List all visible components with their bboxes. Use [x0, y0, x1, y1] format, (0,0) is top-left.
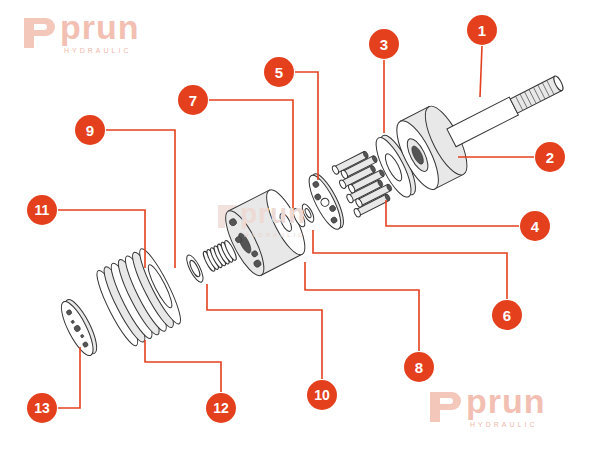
callout-number: 7	[178, 85, 208, 115]
logo-mark	[24, 18, 55, 48]
callout-number: 6	[492, 300, 522, 330]
callout-number: 5	[264, 57, 294, 87]
watermark-logo: prun	[60, 10, 140, 44]
end-plate	[56, 296, 103, 359]
watermark-text: HYDRAULIC	[470, 421, 537, 428]
callout-number: 3	[369, 29, 399, 59]
callout-number: 8	[404, 352, 434, 382]
watermark-logo: prun	[240, 200, 306, 228]
exploded-assembly	[50, 45, 580, 370]
drive-shaft	[447, 73, 566, 147]
callout-number: 12	[206, 393, 236, 423]
callout-number: 4	[520, 211, 550, 241]
disc-stack	[91, 245, 186, 349]
watermark-logo: prun	[466, 384, 546, 418]
callout-number: 9	[75, 115, 105, 145]
logo-mark	[430, 392, 461, 422]
ring	[184, 253, 207, 284]
callout-number: 13	[27, 393, 57, 423]
callout-number: 2	[535, 142, 565, 172]
front-housing	[389, 101, 475, 195]
retainer-plate	[303, 170, 349, 233]
callout-number: 11	[27, 195, 57, 225]
cylinder-block	[219, 185, 312, 280]
watermark-text: HYDRAULIC	[244, 232, 306, 238]
callout-number: 10	[307, 380, 337, 410]
watermark-text: HYDRAULIC	[64, 47, 131, 54]
callout-number: 1	[467, 15, 497, 45]
leader-lines	[58, 46, 534, 408]
